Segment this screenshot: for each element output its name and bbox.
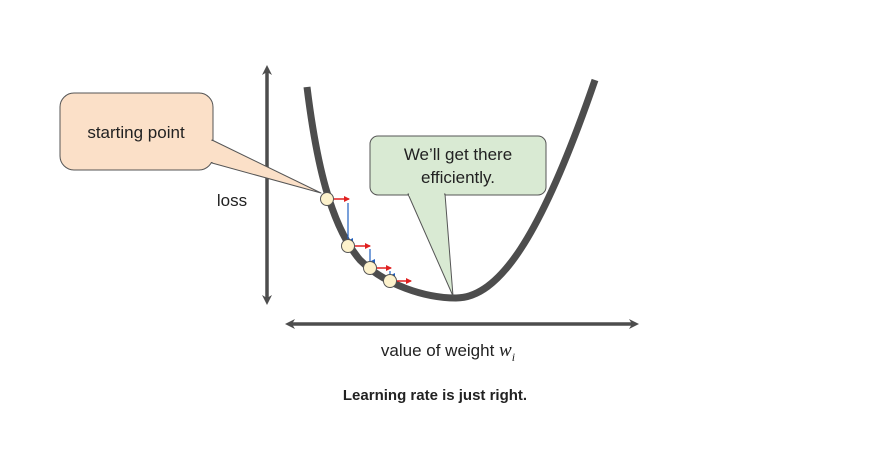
x-axis-label: value of weight wi	[381, 340, 515, 364]
goal-callout-line2: efficiently.	[421, 168, 495, 187]
step-point	[341, 239, 355, 253]
descent-steps	[320, 192, 412, 288]
start-callout: starting point	[59, 92, 322, 194]
goal-callout: We’ll get there efficiently.	[369, 135, 547, 297]
y-axis-label: loss	[217, 191, 247, 210]
step-point	[383, 274, 397, 288]
start-callout-text: starting point	[87, 123, 185, 142]
goal-callout-line1: We’ll get there	[404, 145, 512, 164]
weight-variable: w	[499, 340, 512, 361]
step-point	[363, 261, 377, 275]
weight-subscript: i	[512, 350, 515, 364]
loss-curve	[303, 78, 599, 302]
step-point	[320, 192, 334, 206]
diagram-caption: Learning rate is just right.	[343, 387, 527, 404]
